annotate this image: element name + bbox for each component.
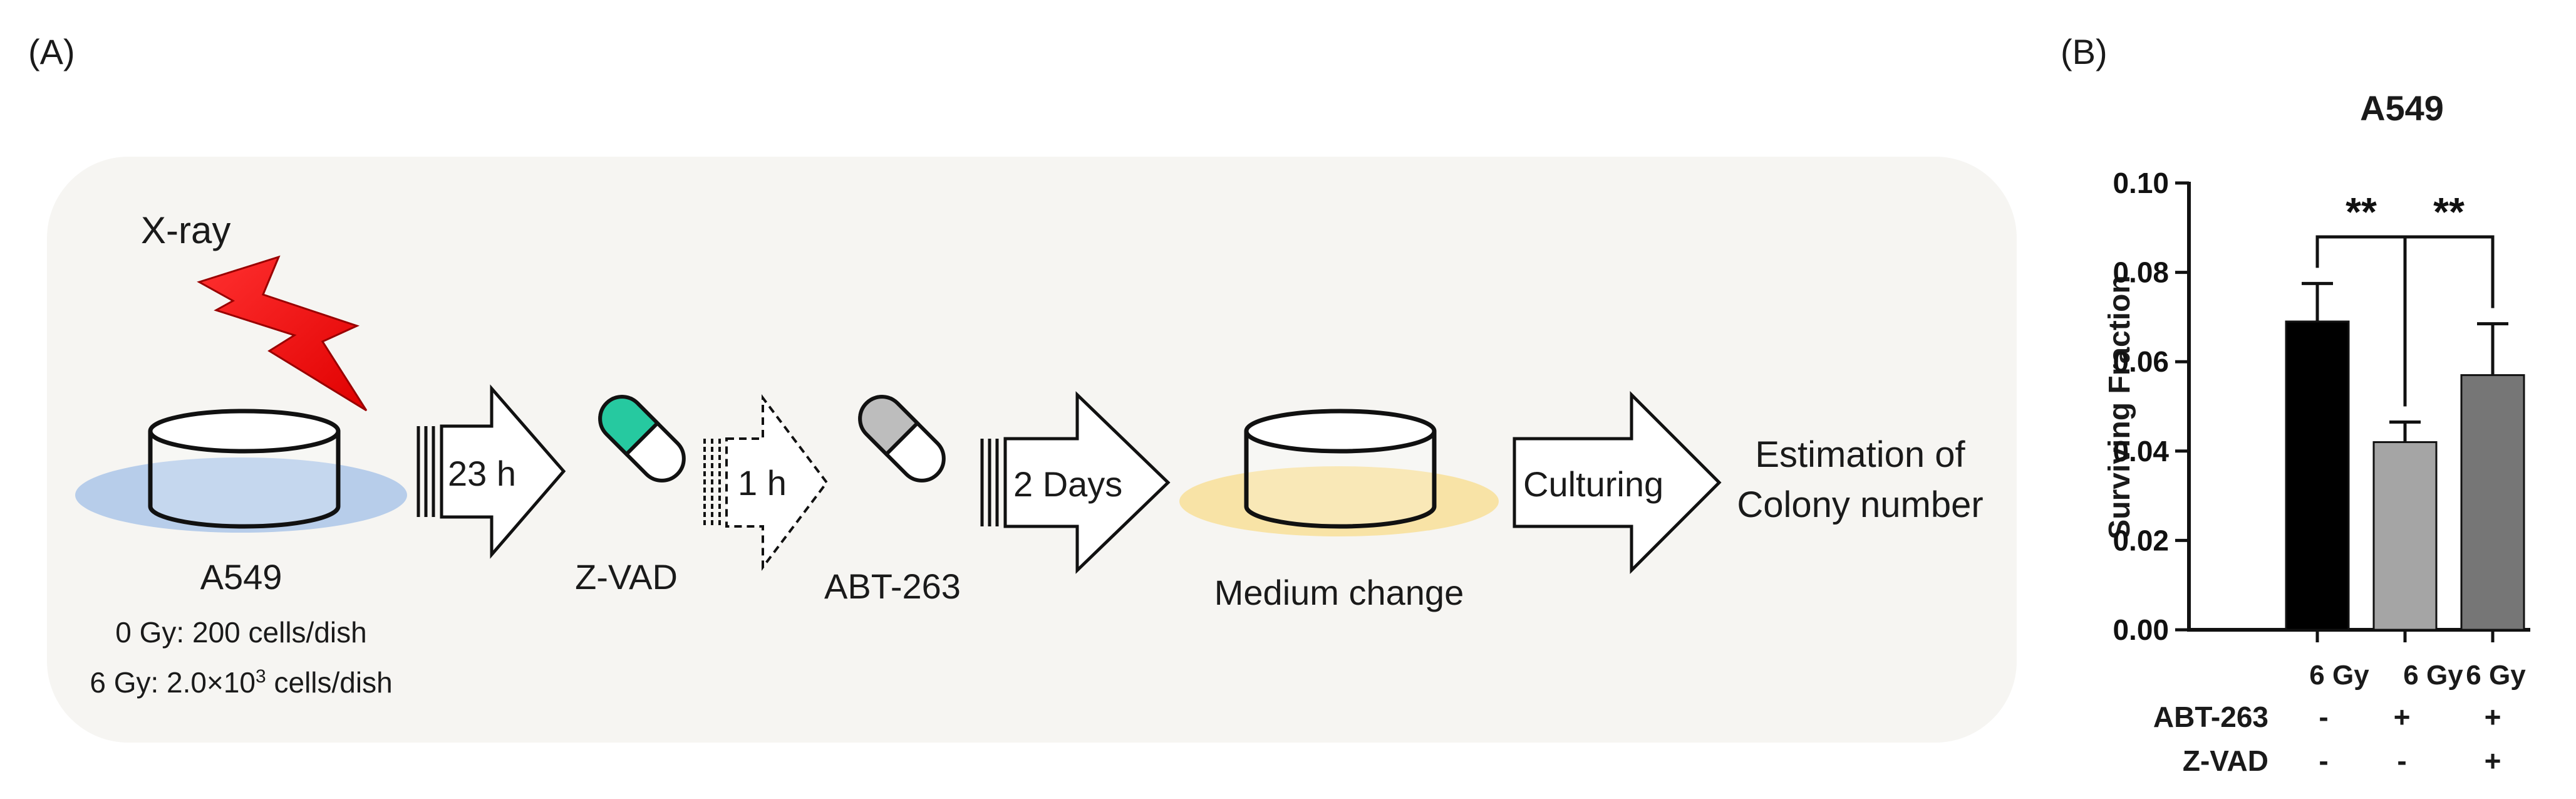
result-line-2: Colony number xyxy=(1737,484,1983,525)
panel-b-label: (B) xyxy=(2061,32,2108,71)
drug-zvad-label: Z-VAD xyxy=(575,557,678,597)
arrow-1h xyxy=(703,394,829,571)
step-1h-label: 1 h xyxy=(738,463,787,503)
row-abt263-1: - xyxy=(2319,701,2328,733)
y-axis-title: Surviving Fraction xyxy=(2103,275,2136,539)
row-zvad-label: Z-VAD xyxy=(2183,744,2268,777)
row-abt263-2: + xyxy=(2394,701,2411,733)
row-zvad-2: - xyxy=(2397,744,2406,777)
arrow-23h xyxy=(416,384,566,559)
lightning-bolt xyxy=(197,255,368,412)
density-0gy: 0 Gy: 200 cells/dish xyxy=(115,616,366,649)
chart-title: A549 xyxy=(2360,88,2444,128)
row-abt263-label: ABT-263 xyxy=(2153,701,2268,733)
significance-label: ** xyxy=(2433,189,2465,234)
significance-label: ** xyxy=(2346,189,2377,234)
row-zvad-3: + xyxy=(2485,744,2501,777)
step-culturing-label: Culturing xyxy=(1523,464,1663,504)
x-category-1: 6 Gy xyxy=(2309,660,2369,691)
y-tick-label: 0.08 xyxy=(2113,256,2169,289)
culture-dish-2 xyxy=(1179,409,1499,536)
step-2days-label: 2 Days xyxy=(1013,464,1122,504)
significance-bracket xyxy=(2403,235,2495,407)
bar-chart: 0.00 0.02 0.04 0.06 0.08 0.10 ** ** xyxy=(2113,167,2530,646)
bar xyxy=(2372,441,2438,631)
y-tick-label: 0.04 xyxy=(2113,435,2169,467)
xray-label: X-ray xyxy=(141,209,230,251)
x-category-3: 6 Gy xyxy=(2466,660,2526,691)
y-tick-label: 0.00 xyxy=(2113,614,2169,646)
arrow-culturing xyxy=(1513,390,1722,575)
culture-dish-1 xyxy=(75,409,407,533)
x-category-2: 6 Gy xyxy=(2403,660,2463,691)
bar xyxy=(2285,320,2350,631)
drug-abt263-label: ABT-263 xyxy=(824,567,961,606)
step-23h-label: 23 h xyxy=(448,454,516,493)
y-tick-label: 0.06 xyxy=(2113,345,2169,378)
row-zvad-1: - xyxy=(2319,744,2328,777)
density-6gy: 6 Gy: 2.0×103 cells/dish xyxy=(90,666,392,699)
cell-line-label: A549 xyxy=(200,557,282,597)
row-abt263-3: + xyxy=(2485,701,2501,733)
y-tick-label: 0.02 xyxy=(2113,524,2169,556)
panel-a-label: (A) xyxy=(28,32,75,71)
arrow-2days xyxy=(980,391,1171,574)
abt263-capsule-icon xyxy=(858,395,946,483)
y-tick-label: 0.10 xyxy=(2113,167,2169,199)
medium-change-label: Medium change xyxy=(1214,573,1464,612)
result-line-1: Estimation of xyxy=(1755,434,1965,475)
zvad-capsule-icon xyxy=(598,395,686,483)
bar xyxy=(2460,374,2525,631)
